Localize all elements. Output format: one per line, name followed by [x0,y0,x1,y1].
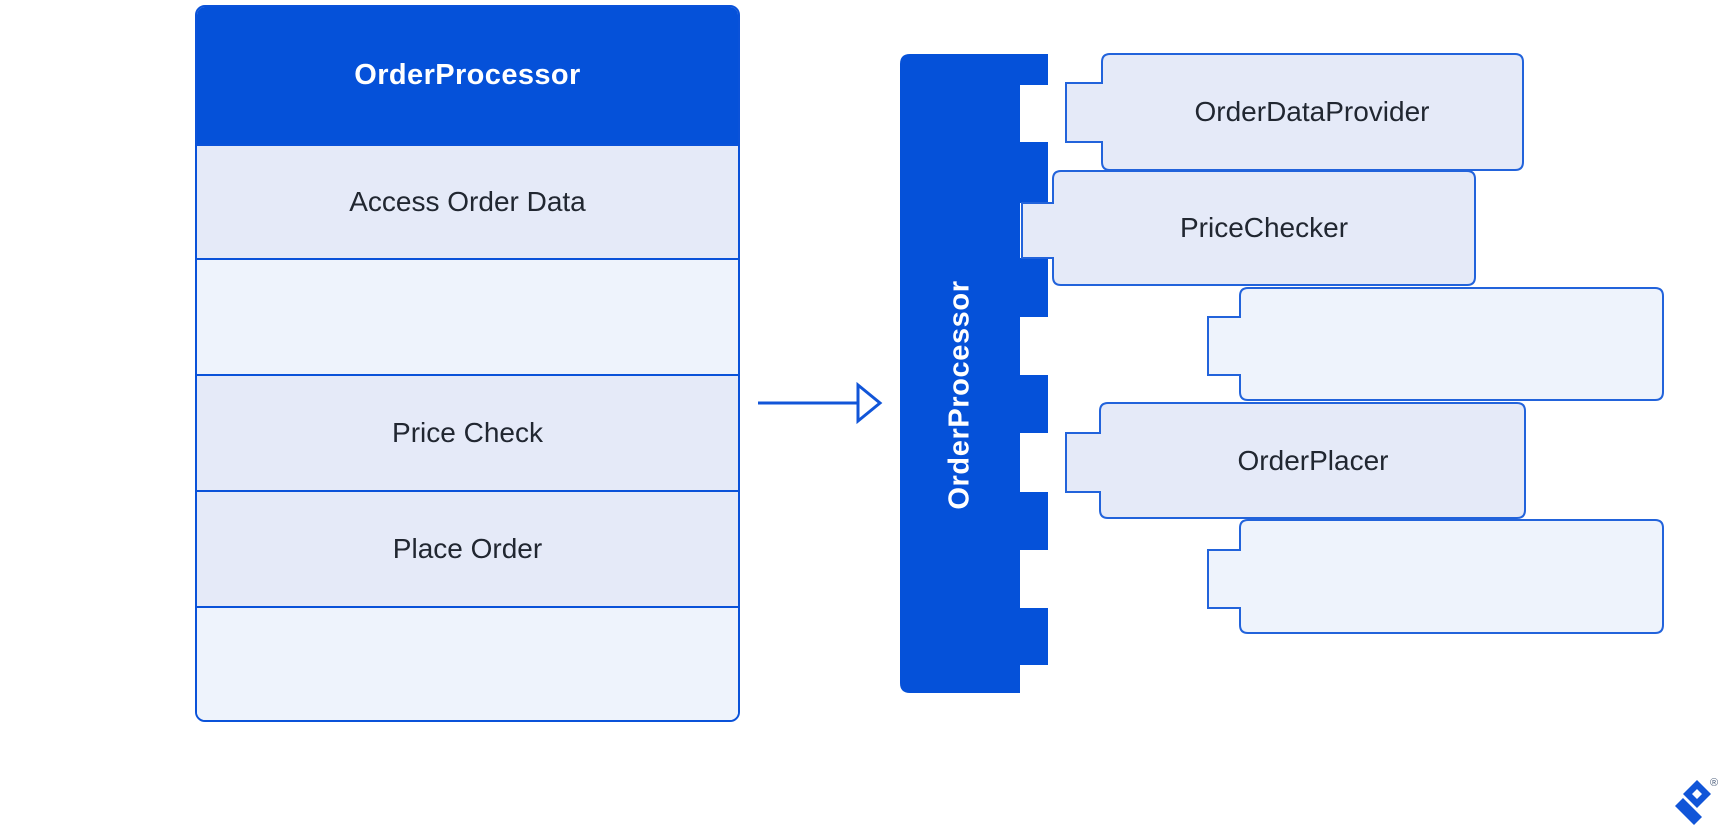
right-arrow-icon [758,381,883,425]
arrow-head [856,381,883,425]
monolith-class-box: OrderProcessor Access Order Data Price C… [195,5,740,722]
bar-tooth [1015,375,1048,433]
component-order-data-provider [1065,53,1524,171]
bar-tooth [1015,492,1048,550]
monolith-title: OrderProcessor [354,59,581,91]
bar-tooth [1015,258,1048,317]
monolith-row-empty-1 [197,258,738,374]
modular-assembly [900,53,1664,693]
component-price-checker [1021,170,1476,286]
monolith-header: OrderProcessor [197,7,738,144]
row-label: Access Order Data [349,186,586,217]
monolith-row-place-order: Place Order [197,490,738,606]
monolith-row-price-check: Price Check [197,374,738,490]
component-label-order-placer: OrderPlacer [1237,445,1389,476]
monolith-row-empty-2 [197,606,738,720]
row-label: Price Check [392,417,543,448]
logo-ring [1683,780,1711,808]
order-processor-bar [900,54,1048,693]
bar-tooth [1015,142,1048,203]
component-label-price-checker: PriceChecker [1179,212,1349,243]
toptal-logo-icon: ® [1675,777,1718,825]
component-label-order-data-provider: OrderDataProvider [1194,96,1430,127]
component-empty-slot-2 [1207,519,1664,634]
logo-slash [1675,798,1702,825]
row-label: Place Order [392,533,543,564]
monolith-row-access-order-data: Access Order Data [197,144,738,258]
component-empty-slot-1 [1207,287,1664,401]
registered-trademark: ® [1710,777,1718,789]
bar-tooth [1015,608,1048,665]
bar-body [900,54,1020,693]
bar-tooth [1015,54,1048,85]
bar-label: OrderProcessor [943,280,976,510]
component-order-placer [1065,402,1526,519]
